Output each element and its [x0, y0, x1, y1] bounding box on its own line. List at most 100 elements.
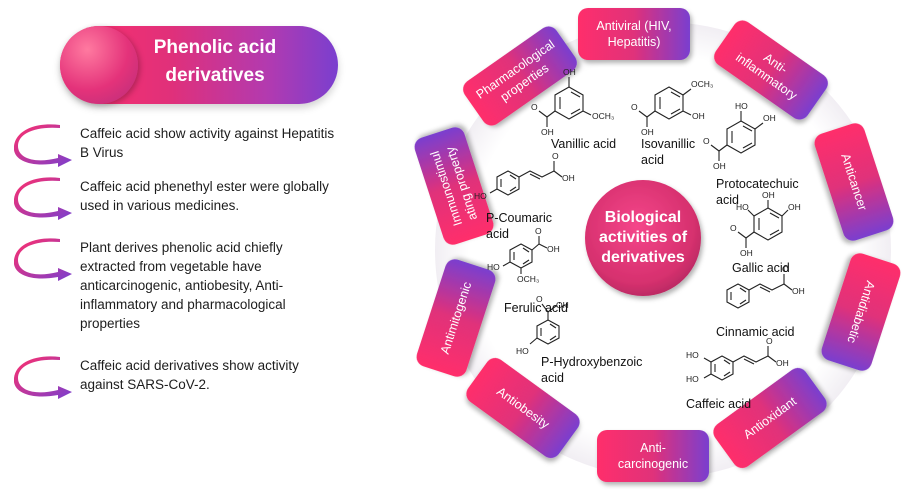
atom-label: HO [487, 262, 500, 272]
compound-protocatechuic-acid-line-2: acid [716, 193, 739, 207]
atom-label: OCH₃ [691, 79, 713, 89]
atom-label: OH [562, 173, 575, 183]
atom-label: OH [556, 300, 569, 310]
activity-pharmacological: Pharmacological properties [463, 26, 577, 126]
vanillic-acid-structure: OH OCH₃ O OH [531, 67, 614, 137]
atom-label: HO [736, 202, 749, 212]
bullet-line: Caffeic acid derivatives show activity [80, 358, 299, 373]
compound-isovanillic-acid-line-2: acid [641, 153, 664, 167]
bullet-3-text: Plant derives phenolic acid chiefly extr… [80, 238, 400, 333]
atom-label: OH [692, 111, 705, 121]
bullet-line: Caffeic acid phenethyl ester were global… [80, 179, 329, 194]
activity-anticancer: Anticancer [814, 123, 894, 241]
p-coumaric-acid-structure: HO O OH [474, 151, 575, 201]
activity-antiviral: Antiviral (HIV, Hepatitis) [578, 8, 690, 60]
center-line: derivatives [601, 249, 685, 266]
atom-label: OH [762, 190, 775, 200]
atom-label: OH [776, 358, 789, 368]
atom-label: OCH₃ [592, 111, 614, 121]
activity-line: Antiviral (HIV, [596, 19, 671, 33]
activity-antidiabetic: Antidiabetic [821, 253, 901, 371]
atom-label: O [730, 223, 737, 233]
compound-p-hydroxybenzoic-acid: P-Hydroxybenzoic [541, 355, 642, 369]
atom-label: OH [547, 244, 560, 254]
p-hydroxybenzoic-acid-structure: O OH HO [516, 294, 569, 356]
curved-arrow-icon [14, 238, 78, 282]
protocatechuic-acid-structure: HO OH O OH [703, 101, 776, 171]
compound-vanillic-acid: Vanillic acid [551, 137, 616, 151]
compound-protocatechuic-acid: Protocatechuic [716, 177, 799, 191]
bullet-line: B Virus [80, 145, 124, 160]
bullet-line: extracted from vegetable have [80, 259, 262, 274]
compound-ferulic-acid: Ferulic acid [504, 301, 568, 315]
activity-line: carcinogenic [618, 457, 688, 471]
activities-diagram: Antiviral (HIV, Hepatitis) Anti- inflamm… [414, 8, 901, 482]
atom-label: HO [516, 346, 529, 356]
bullet-line: properties [80, 316, 141, 331]
bullet-line: against SARS-CoV-2. [80, 377, 210, 392]
bullet-4: Caffeic acid derivatives show activity a… [14, 356, 394, 400]
bullet-line: Caffeic acid show activity against Hepat… [80, 126, 335, 141]
atom-label: OCH₃ [517, 274, 539, 284]
atom-label: O [552, 151, 559, 161]
bullet-2: Caffeic acid phenethyl ester were global… [14, 177, 394, 221]
atom-label: O [782, 264, 789, 274]
title-line-1: Phenolic acid [153, 37, 277, 58]
curved-arrow-icon [14, 124, 78, 168]
activity-antiobesity: Antiobesity [466, 358, 580, 458]
atom-label: O [531, 102, 538, 112]
bullet-line: anticarcinogenic, antiobesity, Anti- [80, 278, 284, 293]
atom-label: O [535, 226, 542, 236]
cinnamic-acid-structure: O OH [726, 264, 805, 309]
atom-label: O [703, 136, 710, 146]
curved-arrow-icon [14, 177, 78, 221]
bullet-4-text: Caffeic acid derivatives show activity a… [80, 356, 400, 394]
activity-anti-carcinogenic: Anti- carcinogenic [597, 430, 709, 482]
bullet-line: Plant derives phenolic acid chiefly [80, 240, 283, 255]
compound-p-coumaric-acid-line-2: acid [486, 227, 509, 241]
compound-gallic-acid: Gallic acid [732, 261, 790, 275]
activity-antioxidant: Antioxidant [713, 368, 827, 468]
atom-label: HO [735, 101, 748, 111]
atom-label: OH [740, 248, 753, 258]
activity-line: Hepatitis) [608, 35, 661, 49]
activity-line: Anti- [640, 441, 666, 455]
bullet-3: Plant derives phenolic acid chiefly extr… [14, 238, 394, 338]
atom-label: OH [792, 286, 805, 296]
caffeic-acid-structure: HO HO O OH [686, 336, 789, 384]
center-line: activities of [599, 229, 688, 246]
isovanillic-acid-structure: OCH₃ OH O OH [631, 79, 713, 137]
compound-cinnamic-acid: Cinnamic acid [716, 325, 795, 339]
atom-label: HO [686, 374, 699, 384]
bullet-line: inflammatory and pharmacological [80, 297, 286, 312]
center-circle: Biological activities of derivatives [585, 180, 701, 296]
atom-label: OH [763, 113, 776, 123]
compound-caffeic-acid: Caffeic acid [686, 397, 751, 411]
bullet-1: Caffeic acid show activity against Hepat… [14, 124, 394, 168]
atom-label: O [536, 294, 543, 304]
activity-anti-inflammatory: Anti- inflammatory [714, 20, 828, 120]
title-circle [60, 26, 138, 104]
compound-isovanillic-acid: Isovanillic [641, 137, 695, 151]
atom-label: OH [713, 161, 726, 171]
gallic-acid-structure: HO OH OH O OH [730, 190, 801, 258]
title-line-2: derivatives [165, 65, 265, 86]
ferulic-acid-structure: O OH HO OCH₃ [487, 226, 560, 284]
atom-label: HO [686, 350, 699, 360]
compound-p-coumaric-acid: P-Coumaric [486, 211, 552, 225]
atom-label: O [766, 336, 773, 346]
atom-label: OH [788, 202, 801, 212]
compound-p-hydroxybenzoic-acid-line-2: acid [541, 371, 564, 385]
bullet-line: used in various medicines. [80, 198, 240, 213]
atom-label: HO [474, 191, 487, 201]
center-line: Biological [605, 209, 681, 226]
atom-label: OH [541, 127, 554, 137]
atom-label: O [631, 102, 638, 112]
bullet-1-text: Caffeic acid show activity against Hepat… [80, 124, 400, 162]
atom-label: OH [563, 67, 576, 77]
activity-antimitogenic: Antimitogenic [416, 259, 496, 377]
curved-arrow-icon [14, 356, 78, 400]
atom-label: OH [641, 127, 654, 137]
bullet-2-text: Caffeic acid phenethyl ester were global… [80, 177, 400, 215]
title: Phenolic acid derivatives [130, 34, 300, 90]
